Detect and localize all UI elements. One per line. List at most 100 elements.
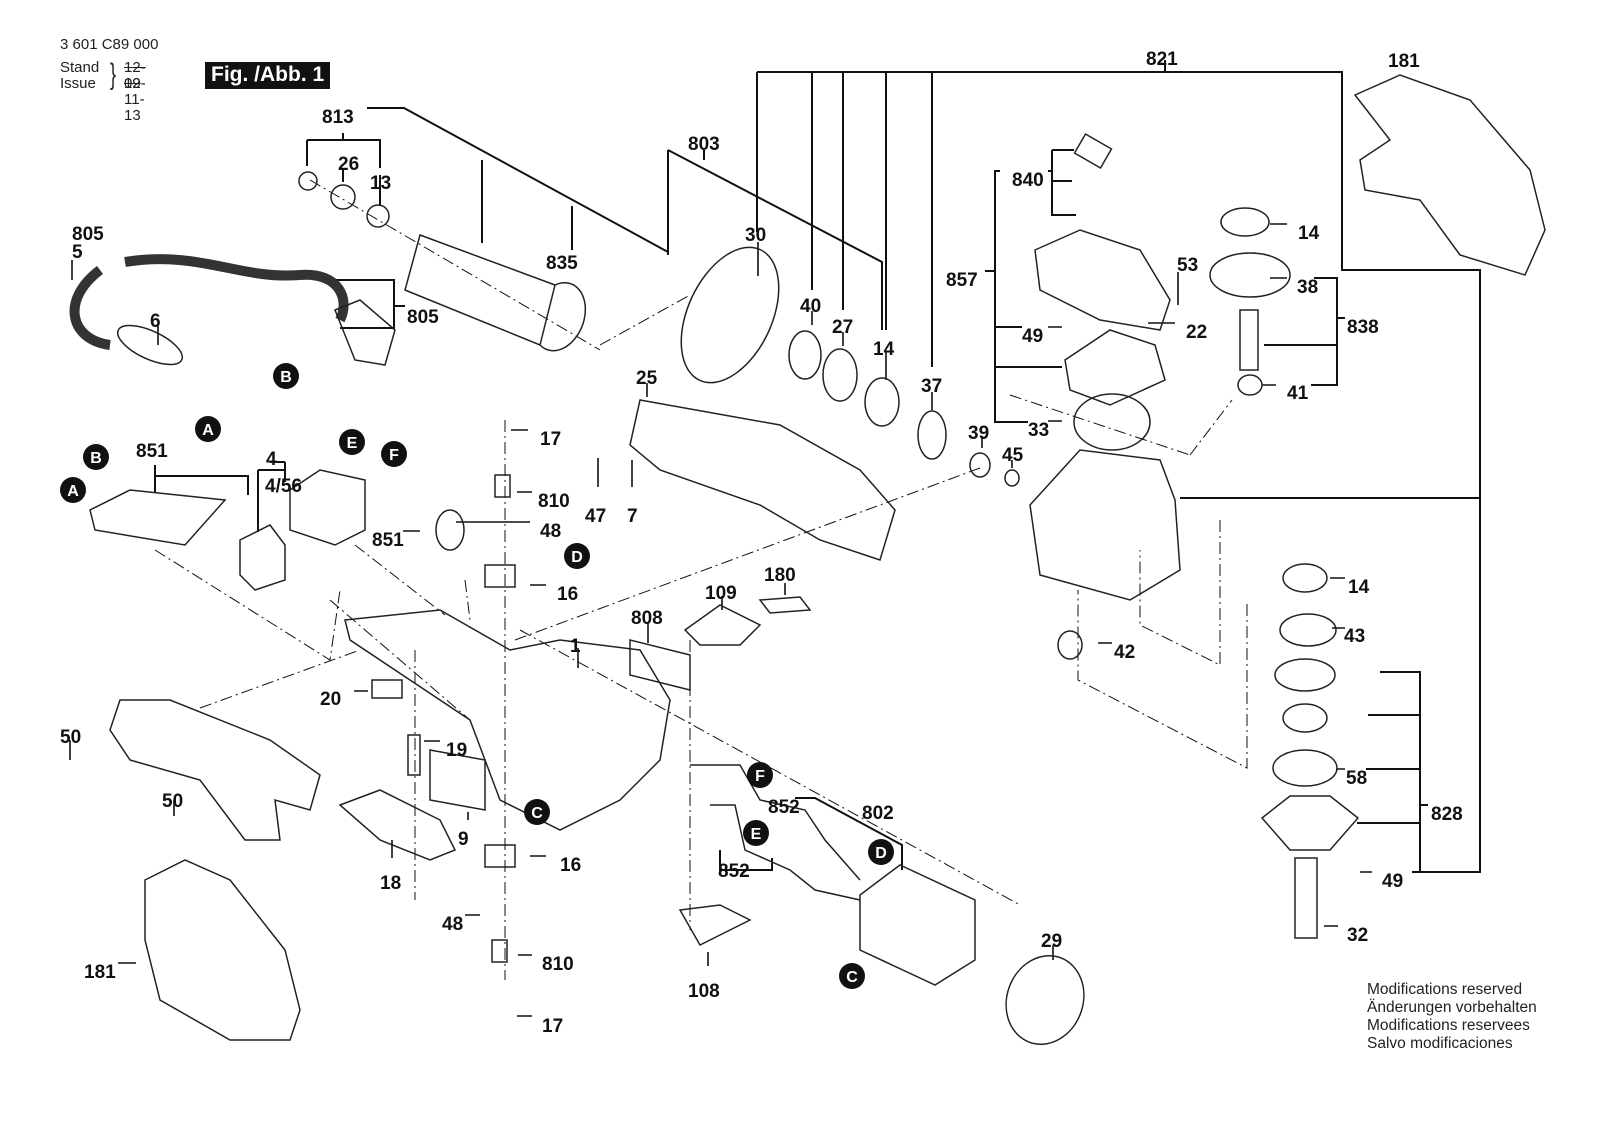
part-label-180: 180 — [764, 565, 796, 586]
gear-illustration — [1279, 613, 1337, 647]
revision-block: Stand Issue } 12-09 12-11-13 — [60, 60, 146, 124]
bearing-illustration — [1282, 563, 1328, 593]
cord-plug-illustration — [334, 299, 396, 366]
part-label-828: 828 — [1431, 804, 1463, 825]
leader-lines — [69, 60, 1481, 1017]
part-label-813: 813 — [322, 107, 354, 128]
part-label-25: 25 — [636, 368, 658, 389]
bearing-illustration — [366, 204, 390, 228]
part-label-16b: 16 — [560, 855, 581, 876]
connector-marker-E2: E — [743, 820, 769, 846]
part-label-16a: 16 — [557, 584, 578, 605]
part-label-1: 1 — [570, 636, 581, 657]
marker-letter: F — [755, 768, 765, 785]
part-label-5: 5 — [72, 242, 83, 263]
bracket-828 — [1357, 671, 1428, 873]
bracket-838 — [1264, 277, 1345, 386]
part-label-838: 838 — [1347, 317, 1379, 338]
connector-marker-F1: F — [381, 441, 407, 467]
marker-letter: D — [571, 549, 583, 566]
part-label-39: 39 — [968, 423, 989, 444]
bracket-805 — [330, 279, 405, 329]
handle-illustration — [109, 699, 321, 841]
spindle-illustration — [1239, 309, 1259, 371]
part-label-50a: 50 — [60, 727, 81, 748]
o-ring-illustration — [1073, 393, 1151, 451]
seal-illustration — [917, 410, 947, 460]
part-label-41: 41 — [1287, 383, 1309, 404]
marker-letter: D — [875, 845, 887, 862]
part-label-38: 38 — [1297, 277, 1318, 298]
marker-circle — [83, 444, 109, 470]
part-label-50b: 50 — [162, 791, 183, 812]
gear-head-plate-illustration — [1064, 329, 1166, 406]
speed-wheel-illustration — [435, 509, 465, 551]
part-label-4: 4 — [266, 449, 277, 470]
part-number-labels: 81326138358038055805644/5685185117810481… — [60, 49, 1463, 1037]
ring-illustration — [822, 348, 858, 402]
part-label-857: 857 — [946, 270, 978, 291]
marker-circle — [747, 762, 773, 788]
marker-circle — [524, 799, 550, 825]
label-plate-illustration — [429, 749, 486, 811]
brace-icon: } — [110, 58, 117, 91]
trigger-illustration — [338, 789, 457, 861]
main-housing-illustration — [344, 609, 671, 831]
bracket-851 — [154, 465, 249, 495]
marker-circle — [273, 363, 299, 389]
nut-illustration — [969, 452, 991, 478]
part-label-43: 43 — [1344, 626, 1365, 647]
part-label-49b: 49 — [1382, 871, 1403, 892]
bracket-813 — [306, 107, 669, 253]
armature-illustration — [404, 234, 587, 352]
part-label-40: 40 — [800, 296, 821, 317]
marker-letter: E — [347, 435, 358, 452]
bearing-illustration — [298, 171, 318, 191]
part-label-852b: 852 — [718, 861, 750, 882]
connector-marker-D2: D — [868, 839, 894, 865]
connector-marker-F2: F — [747, 762, 773, 788]
connector-marker-B1: B — [273, 363, 299, 389]
issue-label: Issue — [60, 75, 96, 92]
part-label-821: 821 — [1146, 49, 1178, 70]
notice-line: Modifications reserved — [1367, 981, 1523, 998]
part-label-17a: 17 — [540, 429, 561, 450]
part-label-20: 20 — [320, 689, 341, 710]
cover-plate-illustration — [683, 604, 762, 646]
part-label-27: 27 — [832, 317, 853, 338]
part-label-53: 53 — [1177, 255, 1198, 276]
bearing-illustration — [1282, 703, 1328, 733]
marker-circle — [564, 543, 590, 569]
marker-circle — [60, 477, 86, 503]
leader-ticks — [69, 223, 1372, 1017]
marker-circle — [195, 416, 221, 442]
field-coil-illustration — [859, 864, 976, 986]
part-label-22: 22 — [1186, 322, 1207, 343]
retaining-ring-illustration — [788, 330, 822, 380]
part-number: 3 601 C89 000 — [60, 36, 159, 53]
pinion-illustration — [1057, 630, 1083, 660]
bracket-840 — [1048, 149, 1076, 216]
bevel-gear-illustration — [1209, 252, 1291, 298]
part-illustrations — [69, 74, 1546, 1045]
bracket-852-802 — [719, 797, 903, 871]
bearing-illustration — [1220, 207, 1270, 237]
part-label-49a: 49 — [1022, 326, 1043, 347]
strain-relief-illustration — [116, 324, 184, 366]
gear-head-cover-illustration — [1034, 229, 1171, 331]
stand-old-date: 12-09 — [124, 59, 146, 92]
part-label-810b: 810 — [542, 954, 574, 975]
part-label-805b: 805 — [407, 307, 439, 328]
marker-circle — [839, 963, 865, 989]
part-label-805a: 805 — [72, 224, 104, 245]
marker-circle — [743, 820, 769, 846]
marker-letter: C — [846, 969, 858, 986]
switch-housing-illustration — [89, 489, 227, 546]
marker-circle — [339, 429, 365, 455]
bracket-857 — [985, 170, 1062, 423]
brush-holder-illustration — [484, 844, 516, 868]
assembly-axis-lines — [154, 179, 1248, 980]
part-label-45: 45 — [1002, 445, 1024, 466]
part-label-42: 42 — [1114, 642, 1135, 663]
